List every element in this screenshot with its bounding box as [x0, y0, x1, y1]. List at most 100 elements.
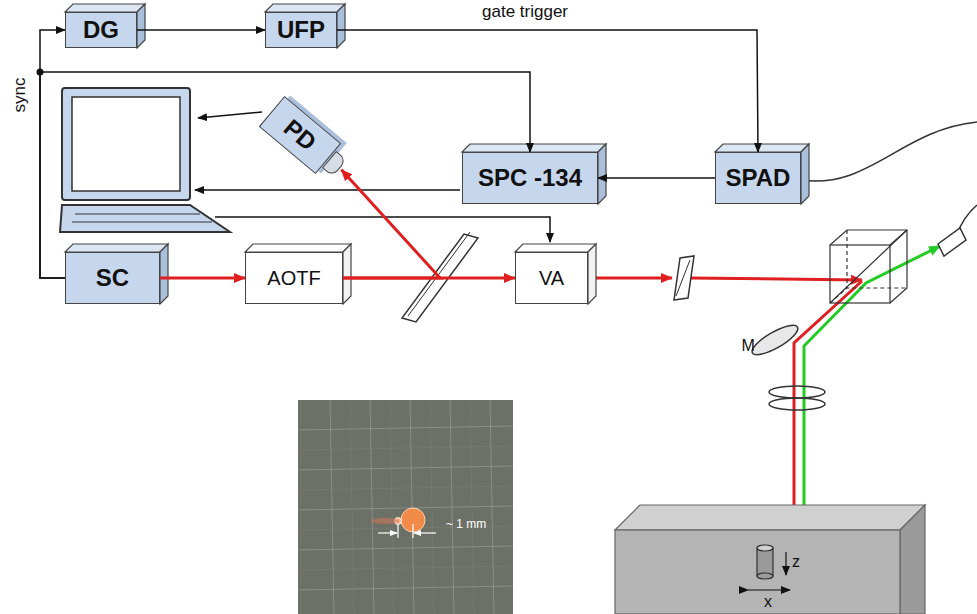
pulse-generator-box: UFP — [265, 12, 337, 48]
spot-photo — [298, 400, 513, 614]
photodiode-box: PD — [259, 96, 341, 174]
fiber-collimator — [800, 122, 977, 256]
sample-block-part — [615, 530, 900, 614]
spot-photo-part-part — [490, 400, 494, 614]
connectors — [40, 30, 758, 278]
spot-photo-part-part — [470, 400, 474, 614]
mirror-label: M — [742, 337, 755, 355]
box-top-face — [462, 144, 606, 152]
laptop-icon-part — [72, 97, 180, 191]
sample-block-part — [615, 505, 925, 530]
beam-splitter-part — [408, 232, 470, 316]
spot-photo-part — [414, 532, 436, 533]
spot-photo-part-part — [450, 400, 454, 614]
detector-box: SPAD — [715, 152, 801, 204]
inclusion-cylinder-part — [757, 545, 773, 551]
objective-lens-part — [769, 398, 825, 410]
box-top-face — [515, 244, 596, 252]
spot-photo-part-part — [298, 586, 513, 590]
delay-generator-box: DG — [65, 12, 137, 48]
box-top-face — [65, 4, 145, 12]
inclusion-cylinder-part — [785, 552, 786, 575]
signal-wire — [40, 30, 65, 278]
spot-photo-part-part — [370, 400, 374, 614]
spot-photo-part-part — [330, 400, 334, 614]
spot-photo-part-part — [298, 446, 513, 450]
box-top-face — [715, 144, 809, 152]
box-side-face — [598, 144, 606, 204]
box-side-face — [160, 244, 168, 304]
attenuator-box: VA — [515, 252, 588, 304]
inclusion-cylinder — [748, 545, 790, 590]
spot-photo-part-part — [298, 466, 513, 470]
cube-beamsplitter-part — [846, 230, 847, 288]
polarizer-part — [674, 256, 694, 300]
data-wires-part — [195, 189, 460, 191]
box-label: AOTF — [267, 267, 320, 290]
box-label: VA — [539, 267, 564, 290]
spot-photo-part-part — [430, 400, 434, 614]
sample-block — [615, 505, 925, 614]
spot-photo-part-part — [350, 400, 354, 614]
box-side-face — [337, 4, 345, 48]
laser-beam — [343, 277, 515, 280]
signal-wire — [40, 72, 530, 278]
spot-photo-part-part — [298, 486, 513, 490]
spot-photo-part-part — [298, 546, 513, 550]
box-side-face — [343, 244, 351, 304]
dimension-label: ~ 1 mm — [446, 517, 486, 531]
box-label: UFP — [277, 16, 325, 44]
spot-photo-part — [378, 532, 397, 533]
laser-beam — [341, 170, 440, 278]
laser-source-box: SC — [65, 252, 160, 304]
box-top-face — [265, 4, 345, 12]
laptop-icon — [60, 88, 230, 232]
cube-beamsplitter — [830, 230, 907, 303]
data-wires-part — [215, 217, 550, 242]
laptop-icon-part — [72, 222, 212, 223]
laser-path-part — [590, 277, 672, 280]
edge-label: gate trigger — [482, 2, 568, 22]
mirror — [748, 320, 801, 360]
edge-label: sync — [10, 78, 30, 113]
laser-path-part — [690, 278, 862, 280]
spot-photo-part — [298, 400, 513, 614]
spot-photo-part — [397, 524, 398, 538]
spot-photo-part-part — [298, 506, 513, 510]
signal-wire — [598, 177, 715, 179]
fiber-collimator-part — [800, 122, 977, 181]
spot-photo-part-part — [410, 400, 414, 614]
spot-photo-part — [412, 524, 413, 538]
box-label: DG — [83, 16, 119, 44]
inclusion-cylinder-part — [748, 589, 790, 590]
spot-photo-part — [371, 518, 399, 524]
axis-label: z — [792, 553, 800, 571]
mirror-part — [748, 320, 801, 360]
box-top-face — [65, 244, 168, 252]
spot-photo-part — [298, 400, 513, 614]
filter-box: AOTF — [245, 252, 343, 304]
polarizer-part — [676, 260, 690, 296]
axis-label: x — [764, 593, 772, 611]
inclusion-cylinder-part — [757, 573, 773, 579]
box-side-face — [588, 244, 596, 304]
laptop-icon-part — [60, 205, 230, 232]
signal-wire — [137, 29, 265, 31]
cube-beamsplitter-part — [830, 230, 907, 303]
sample-block-part — [900, 505, 925, 614]
box-side-face — [801, 144, 809, 204]
box-top-face — [245, 244, 351, 252]
box-label: SPC -134 — [478, 164, 582, 192]
spot-photo-part — [298, 400, 513, 614]
counting-card-box: SPC -134 — [462, 152, 598, 204]
laptop-icon-part — [75, 214, 200, 215]
cube-beamsplitter-part — [830, 230, 907, 303]
spot-photo-part-part — [390, 400, 394, 614]
polarizer — [674, 256, 694, 300]
objective-lens — [769, 386, 825, 410]
fiber-collimator-part — [938, 228, 966, 256]
inclusion-cylinder-part — [757, 548, 773, 576]
